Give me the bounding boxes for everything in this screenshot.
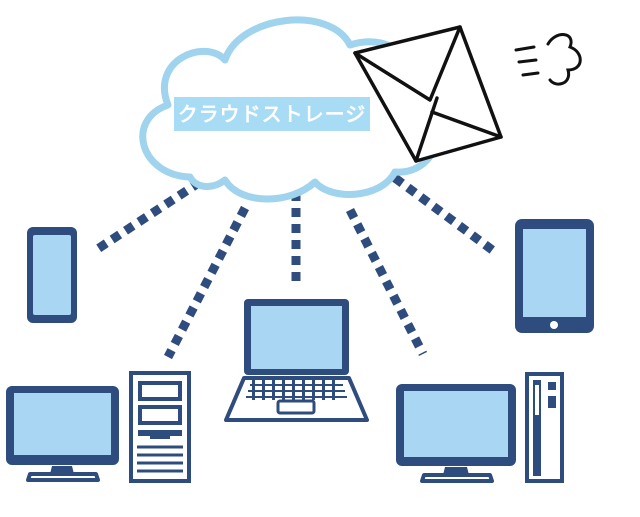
connection-line-tablet [392, 174, 498, 256]
tablet-icon [515, 219, 594, 333]
desktop-pc-icon [396, 372, 564, 483]
connection-line-desktop-left [164, 205, 249, 360]
laptop-icon [224, 299, 369, 422]
connection-lines [93, 174, 498, 360]
cloud-storage-label: クラウドストレージ [174, 97, 370, 131]
envelope-icon [353, 25, 503, 163]
desktop-pc-icon [6, 371, 191, 483]
motion-lines-icon [514, 33, 582, 86]
connection-line-smartphone [93, 178, 203, 254]
connection-line-desktop-right [345, 207, 428, 357]
smartphone-icon [27, 227, 77, 323]
